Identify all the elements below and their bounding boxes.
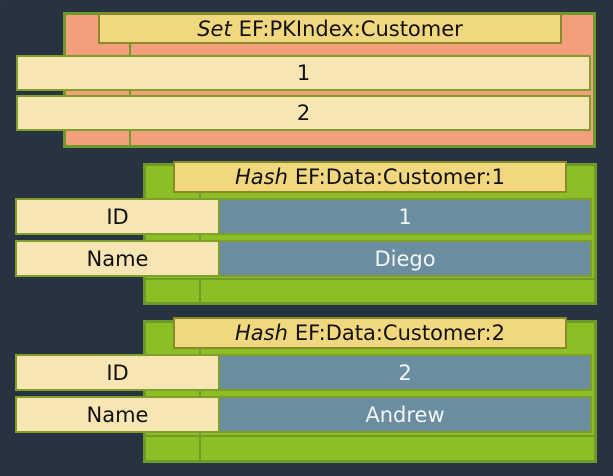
hash-panel-rule <box>146 278 594 280</box>
hash-field-value: 1 <box>218 198 592 235</box>
hash-field-key: Name <box>15 396 220 433</box>
set-title: Set EF:PKIndex:Customer <box>98 13 562 44</box>
set-type-label: Set <box>197 16 232 41</box>
hash-panel-divider <box>199 323 201 460</box>
hash-field-key: Name <box>15 240 220 277</box>
hash-key-name: EF:Data:Customer:1 <box>294 165 505 189</box>
hash-type-label: Hash <box>234 321 288 345</box>
set-member: 1 <box>16 55 591 91</box>
hash-key-name: EF:Data:Customer:2 <box>294 321 505 345</box>
hash-title: Hash EF:Data:Customer:2 <box>173 317 567 349</box>
hash-field-value: Diego <box>218 240 592 277</box>
set-member: 2 <box>16 95 591 131</box>
hash-title: Hash EF:Data:Customer:1 <box>173 161 567 193</box>
hash-field-key: ID <box>15 354 220 391</box>
hash-panel-rule <box>146 435 594 437</box>
hash-field-key: ID <box>15 198 220 235</box>
hash-type-label: Hash <box>234 165 288 189</box>
hash-field-value: Andrew <box>218 396 592 433</box>
hash-field-value: 2 <box>218 354 592 391</box>
set-key-name: EF:PKIndex:Customer <box>238 16 463 41</box>
